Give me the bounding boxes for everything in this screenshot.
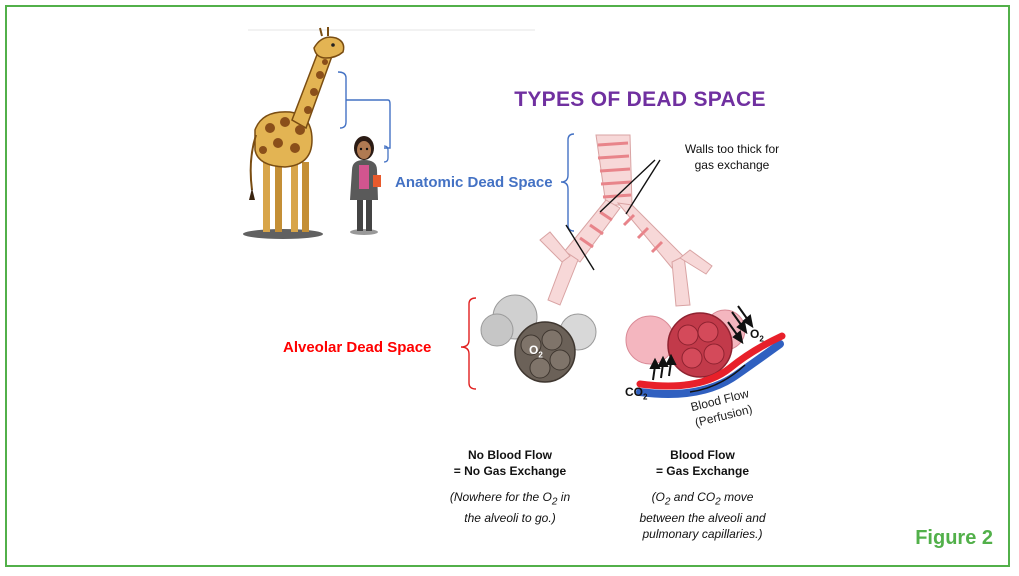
o2-label-right: O2 [750, 327, 764, 343]
anatomic-bracket [561, 134, 574, 231]
diagram-title: TYPES OF DEAD SPACE [490, 88, 790, 112]
left-note: (Nowhere for the O2 inthe alveoli to go.… [440, 489, 580, 526]
girl-illustration [350, 136, 381, 235]
figure-label: Figure 2 [915, 527, 993, 550]
left-alveoli-cluster [481, 295, 596, 382]
giraffe-illustration [243, 27, 344, 239]
giraffe-bracket [338, 72, 346, 128]
left-heading-2: = No Gas Exchange [440, 463, 580, 479]
left-heading-1: No Blood Flow [440, 447, 580, 463]
o2-label-left: O2 [529, 343, 543, 359]
right-note: (O2 and CO2 movebetween the alveoli andp… [625, 489, 780, 542]
no-blood-flow-caption: No Blood Flow = No Gas Exchange (Nowhere… [440, 447, 580, 526]
walls-line-1: Walls too thick for [672, 141, 792, 157]
co2-arrows [651, 356, 675, 380]
blood-flow-caption: Blood Flow = Gas Exchange (O2 and CO2 mo… [625, 447, 780, 542]
right-heading-1: Blood Flow [625, 447, 780, 463]
walls-annotation: Walls too thick for gas exchange [672, 141, 792, 173]
co2-label: CO2 [625, 385, 647, 401]
anatomic-dead-space-label: Anatomic Dead Space [395, 174, 553, 191]
alveolar-dead-space-label: Alveolar Dead Space [283, 339, 431, 356]
right-heading-2: = Gas Exchange [625, 463, 780, 479]
alveolar-bracket [461, 298, 476, 389]
walls-line-2: gas exchange [672, 157, 792, 173]
